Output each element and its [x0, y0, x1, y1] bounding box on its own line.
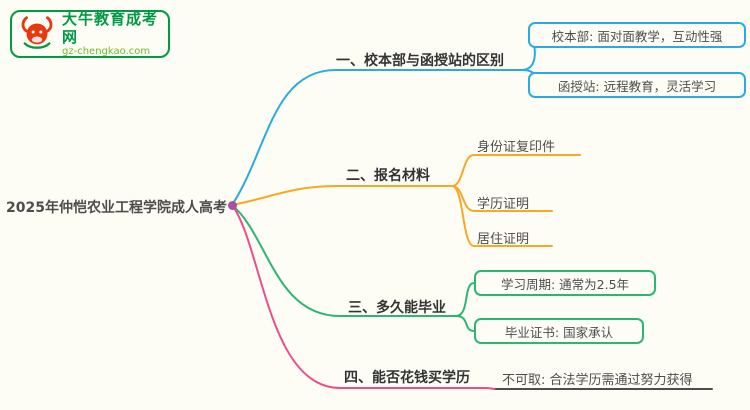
logo: 大牛教育成考网 gz-chengkao.com — [10, 10, 170, 58]
branch1-label: 一、校本部与函授站的区别 — [336, 53, 504, 69]
root-node-label: 2025年仲恺农业工程学院成人高考 — [6, 200, 227, 216]
branch3-child2-box: 毕业证书: 国家承认 — [474, 318, 644, 344]
branch3-child1-box: 学习周期: 通常为2.5年 — [474, 270, 656, 296]
branch2-child3-label: 居住证明 — [477, 232, 530, 247]
root-node-dot — [228, 201, 237, 210]
logo-title: 大牛教育成考网 — [62, 10, 159, 46]
branch1-child1-box: 校本部: 面对面教学，互动性强 — [528, 22, 746, 48]
branch1-child2-box: 函授站: 远程教育，灵活学习 — [528, 72, 746, 98]
branch2-label: 二、报名材料 — [346, 168, 430, 184]
branch2-child2-label: 学历证明 — [477, 197, 530, 212]
branch2-child1-label: 身份证复印件 — [477, 140, 556, 155]
logo-subtitle: gz-chengkao.com — [62, 46, 151, 57]
bull-logo-icon — [18, 13, 56, 55]
branch4-child1-label: 不可取: 合法学历需通过努力获得 — [502, 373, 693, 388]
branch3-label: 三、多久能毕业 — [348, 300, 446, 316]
branch4-label: 四、能否花钱买学历 — [344, 370, 470, 386]
